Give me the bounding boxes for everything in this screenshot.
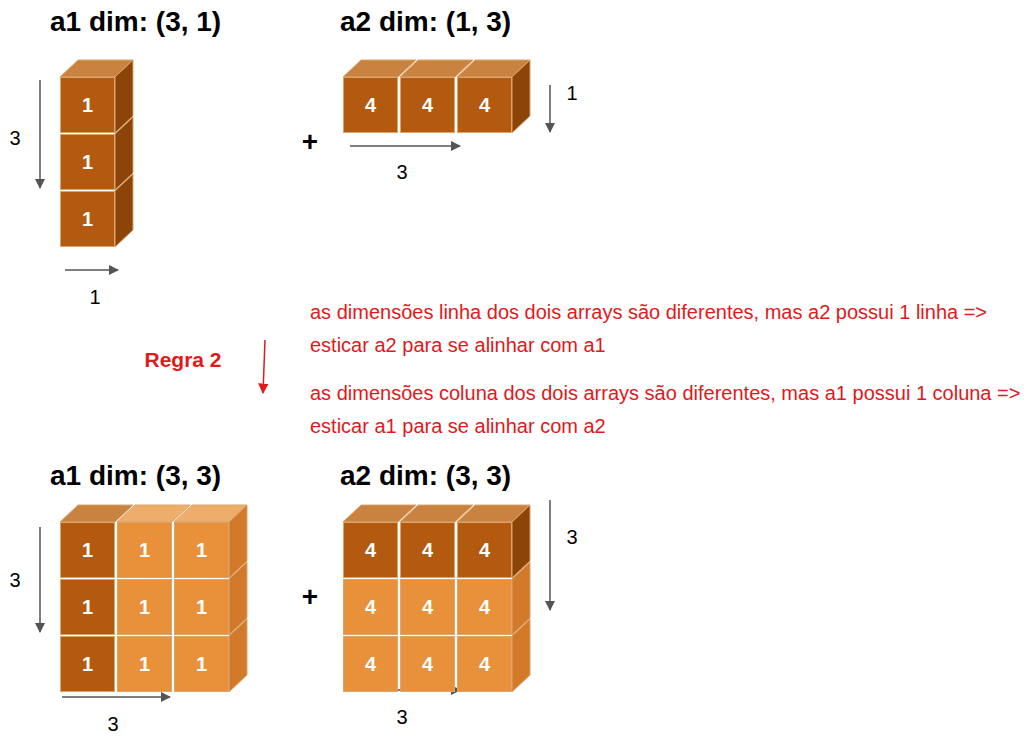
cell-value: 1 [82,95,93,115]
cell-value: 4 [479,597,490,617]
array-dim-title: a1 dim: (3, 1) [50,6,221,38]
dimension-label: 3 [9,127,20,150]
array-cell: 4 [343,522,398,578]
dimension-label: 3 [396,161,407,184]
cell-value: 4 [479,540,490,560]
array-cell: 1 [174,579,229,635]
array-cell: 4 [400,579,455,635]
array-dim-title: a1 dim: (3, 3) [50,460,221,492]
cube-faces [60,60,530,692]
array-cell: 1 [174,522,229,578]
cell-value: 1 [139,654,150,674]
array-cell: 4 [400,636,455,692]
cell-value: 4 [422,597,433,617]
array-cell: 1 [117,579,172,635]
cell-value: 1 [82,152,93,172]
cell-value: 4 [365,540,376,560]
dimension-label: 1 [566,82,577,105]
array-dim-title: a2 dim: (1, 3) [340,6,511,38]
array-cell: 1 [117,522,172,578]
array-cell: 1 [60,191,115,247]
array-cell: 1 [117,636,172,692]
array-dim-title: a2 dim: (3, 3) [340,460,511,492]
array-cell: 4 [400,77,455,133]
cell-value: 4 [479,95,490,115]
cell-value: 1 [82,654,93,674]
array-cell: 4 [457,636,512,692]
array-cell: 1 [60,77,115,133]
cell-value: 4 [365,95,376,115]
dimension-label: 3 [107,713,118,736]
rule-note: as dimensões linha dos dois arrays são d… [310,296,1025,362]
plus-sign: + [302,581,318,613]
cell-value: 4 [422,95,433,115]
array-cell: 1 [174,636,229,692]
rule-arrow [263,340,265,393]
cell-value: 1 [82,597,93,617]
cell-value: 4 [422,540,433,560]
plus-sign: + [302,126,318,158]
array-cell: 4 [343,579,398,635]
array-cell: 1 [60,579,115,635]
cell-value: 1 [82,540,93,560]
rule-name: Regra 2 [144,348,221,372]
cell-value: 1 [196,597,207,617]
dimension-label: 3 [396,706,407,729]
array-cell: 4 [457,579,512,635]
array-cell: 4 [457,77,512,133]
array-cell: 4 [343,77,398,133]
dimension-label: 1 [89,286,100,309]
array-cell: 1 [60,134,115,190]
dimension-label: 3 [9,569,20,592]
array-cell: 1 [60,522,115,578]
cell-value: 4 [365,597,376,617]
cell-value: 1 [196,654,207,674]
dimension-label: 3 [566,526,577,549]
cell-value: 4 [422,654,433,674]
array-cell: 1 [60,636,115,692]
array-cell: 4 [343,636,398,692]
cell-value: 1 [196,540,207,560]
cell-value: 1 [82,209,93,229]
array-cell: 4 [400,522,455,578]
cell-value: 4 [365,654,376,674]
cell-value: 1 [139,597,150,617]
cell-value: 4 [479,654,490,674]
cell-value: 1 [139,540,150,560]
array-cell: 4 [457,522,512,578]
rule-note: as dimensões coluna dos dois arrays são … [310,377,1025,443]
